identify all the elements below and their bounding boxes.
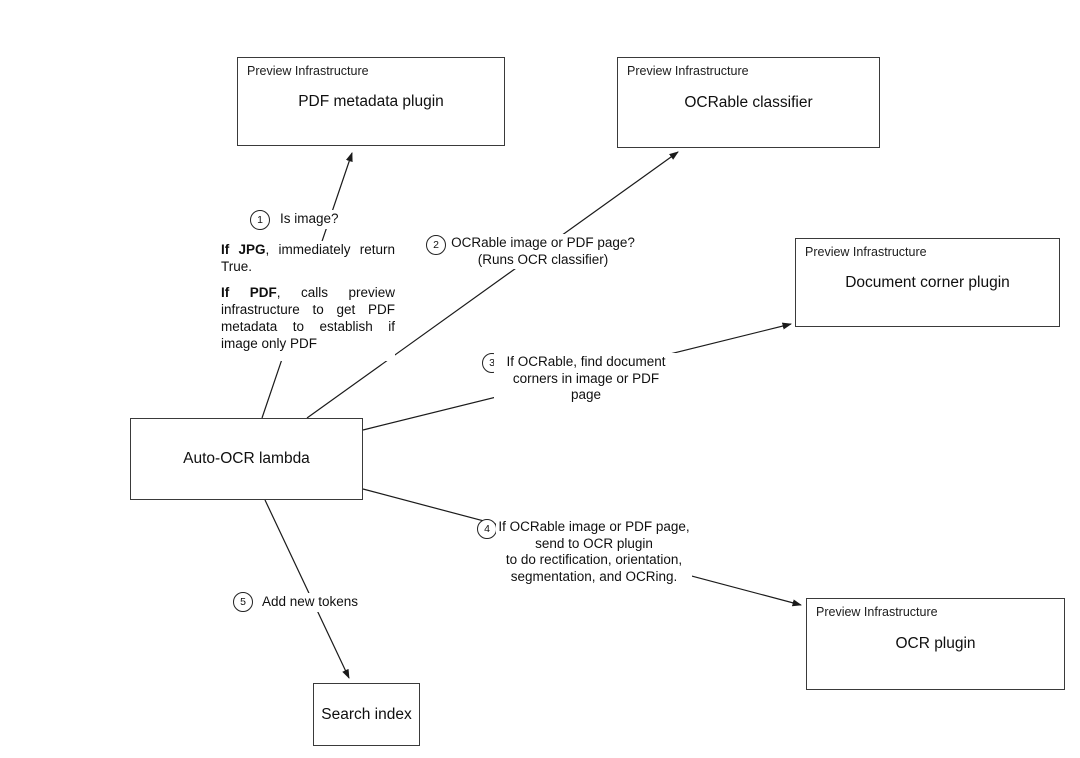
step-1-notes: If JPG, immediately return True. If PDF,…	[221, 241, 395, 361]
node-subsystem-label: Preview Infrastructure	[816, 605, 938, 619]
node-ocrable-classifier: Preview Infrastructure OCRable classifie…	[617, 57, 880, 148]
node-document-corner-plugin: Preview Infrastructure Document corner p…	[795, 238, 1060, 327]
note-jpg: If JPG, immediately return True.	[221, 241, 395, 275]
step-label-line: If OCRable image or PDF page,	[498, 519, 690, 534]
step-number: 1	[257, 214, 263, 226]
step-label-line: If OCRable, find document	[506, 354, 666, 369]
node-title: Search index	[321, 705, 412, 723]
step-label-line: OCRable image or PDF page?	[451, 235, 635, 250]
step-label-line: send to OCR plugin	[535, 535, 653, 551]
step-number: 3	[489, 357, 495, 369]
node-pdf-metadata-plugin: Preview Infrastructure PDF metadata plug…	[237, 57, 505, 146]
step-5-label: Add new tokens	[260, 593, 361, 612]
step-label-line: segmentation, and OCRing.	[510, 568, 678, 584]
node-title: Document corner plugin	[845, 273, 1010, 291]
node-title: OCRable classifier	[684, 93, 813, 111]
step-number: 2	[433, 239, 439, 251]
step-3-label: If OCRable, find document corners in ima…	[494, 353, 678, 408]
step-1-label: Is image?	[278, 210, 341, 229]
step-1-badge: 1	[250, 210, 270, 230]
step-2-badge: 2	[426, 235, 446, 255]
step-label-line: Add new tokens	[262, 594, 359, 609]
note-jpg-rest: , immediately return True.	[221, 242, 395, 274]
note-jpg-bold: If JPG	[221, 242, 266, 257]
arrow-lambda-to-ocrable-classifier	[306, 151, 679, 419]
step-number: 5	[240, 596, 246, 608]
step-5-badge: 5	[233, 592, 253, 612]
step-label-line: (Runs OCR classifier)	[477, 251, 609, 267]
node-auto-ocr-lambda: Auto-OCR lambda	[130, 418, 363, 500]
node-subsystem-label: Preview Infrastructure	[247, 64, 369, 78]
step-2-label: OCRable image or PDF page? (Runs OCR cla…	[447, 234, 639, 269]
step-label-line: to do rectification, orientation,	[505, 552, 683, 567]
step-label-line: corners in image or PDF page	[512, 370, 660, 403]
step-number: 4	[484, 523, 490, 535]
step-4-badge: 4	[477, 519, 497, 539]
note-pdf: If PDF, calls preview infrastructure to …	[221, 284, 395, 352]
node-ocr-plugin: Preview Infrastructure OCR plugin	[806, 598, 1065, 690]
arrow-lambda-to-search-index	[264, 499, 350, 679]
step-label-line: Is image?	[280, 211, 339, 226]
node-subsystem-label: Preview Infrastructure	[627, 64, 749, 78]
note-pdf-bold: If PDF	[221, 285, 277, 300]
note-pdf-rest: , calls preview infrastructure to get PD…	[221, 285, 396, 351]
step-4-label: If OCRable image or PDF page, send to OC…	[496, 518, 692, 586]
node-title: Auto-OCR lambda	[183, 450, 310, 467]
node-title: PDF metadata plugin	[298, 92, 444, 110]
node-search-index: Search index	[313, 683, 420, 746]
node-subsystem-label: Preview Infrastructure	[805, 245, 927, 259]
node-title: OCR plugin	[895, 635, 976, 652]
